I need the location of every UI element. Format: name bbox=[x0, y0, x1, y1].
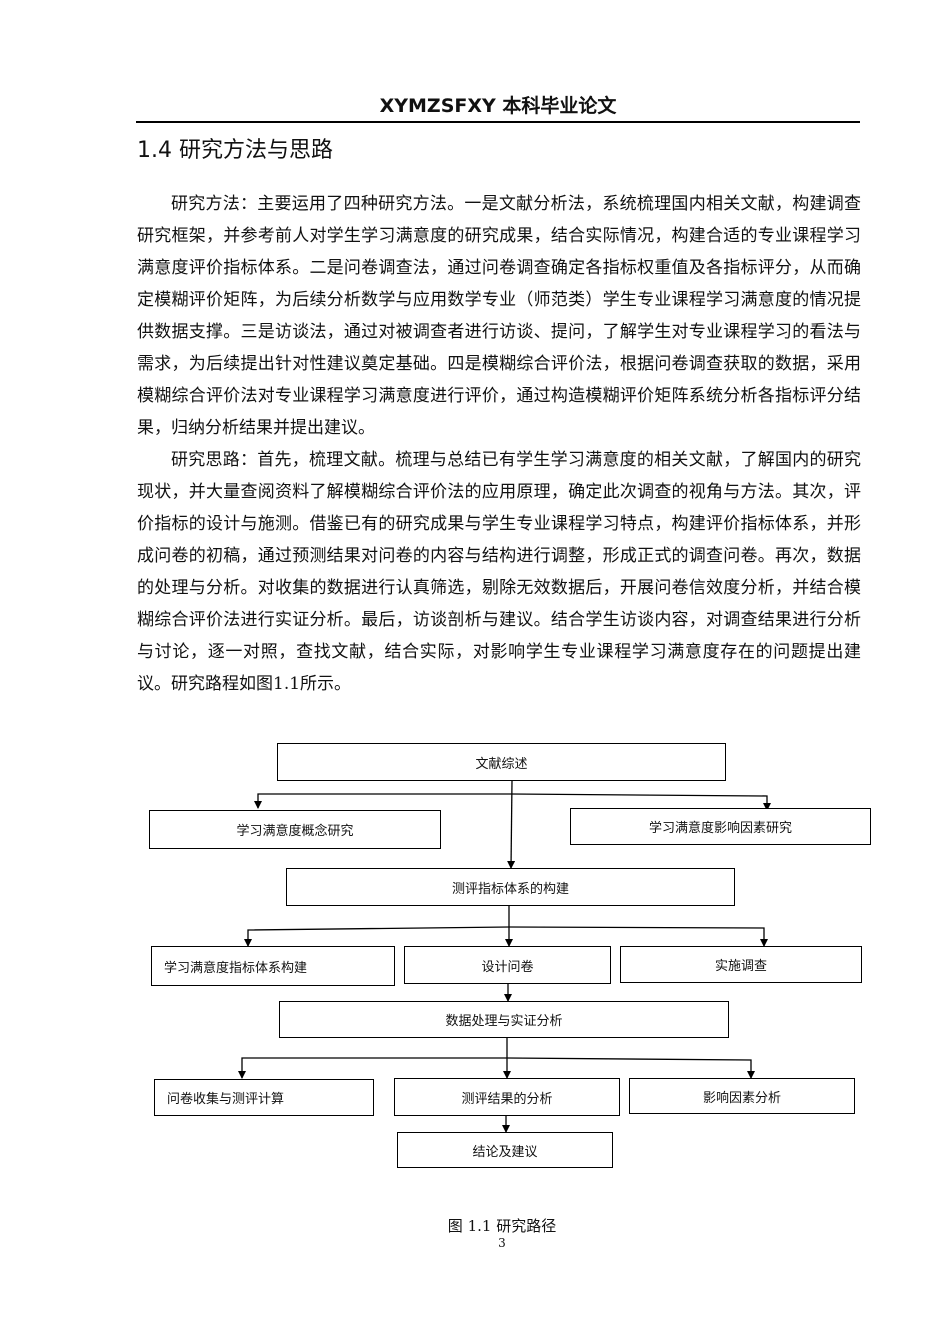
page-number: 3 bbox=[498, 1236, 506, 1250]
figure-caption: 图 1.1 研究路径 bbox=[447, 1217, 557, 1235]
node-factor-analysis: 影响因素分析 bbox=[629, 1078, 855, 1114]
node-collection-calculation: 问卷收集与测评计算 bbox=[154, 1079, 374, 1116]
node-result-analysis: 测评结果的分析 bbox=[394, 1078, 620, 1116]
node-questionnaire-design: 设计问卷 bbox=[404, 946, 611, 984]
node-data-analysis: 数据处理与实证分析 bbox=[279, 1001, 729, 1038]
node-survey-implementation: 实施调查 bbox=[620, 946, 862, 983]
paragraph-approach: 研究思路：首先，梳理文献。梳理与总结已有学生学习满意度的相关文献，了解国内的研究… bbox=[137, 450, 861, 694]
header-title: XYMZSFXY 本科毕业论文 bbox=[379, 95, 617, 117]
node-index-system: 学习满意度指标体系构建 bbox=[151, 946, 395, 986]
node-literature-review: 文献综述 bbox=[277, 743, 726, 781]
node-concept-study: 学习满意度概念研究 bbox=[149, 810, 441, 849]
header-rule bbox=[136, 121, 860, 123]
section-heading: 1.4 研究方法与思路 bbox=[137, 138, 333, 163]
paragraph-methods: 研究方法：主要运用了四种研究方法。一是文献分析法，系统梳理国内相关文献，构建调查… bbox=[137, 194, 861, 438]
body-text: 研究方法：主要运用了四种研究方法。一是文献分析法，系统梳理国内相关文献，构建调查… bbox=[137, 188, 861, 700]
node-conclusion: 结论及建议 bbox=[397, 1132, 613, 1168]
node-factor-study: 学习满意度影响因素研究 bbox=[570, 808, 871, 845]
node-index-construction: 测评指标体系的构建 bbox=[286, 868, 735, 906]
